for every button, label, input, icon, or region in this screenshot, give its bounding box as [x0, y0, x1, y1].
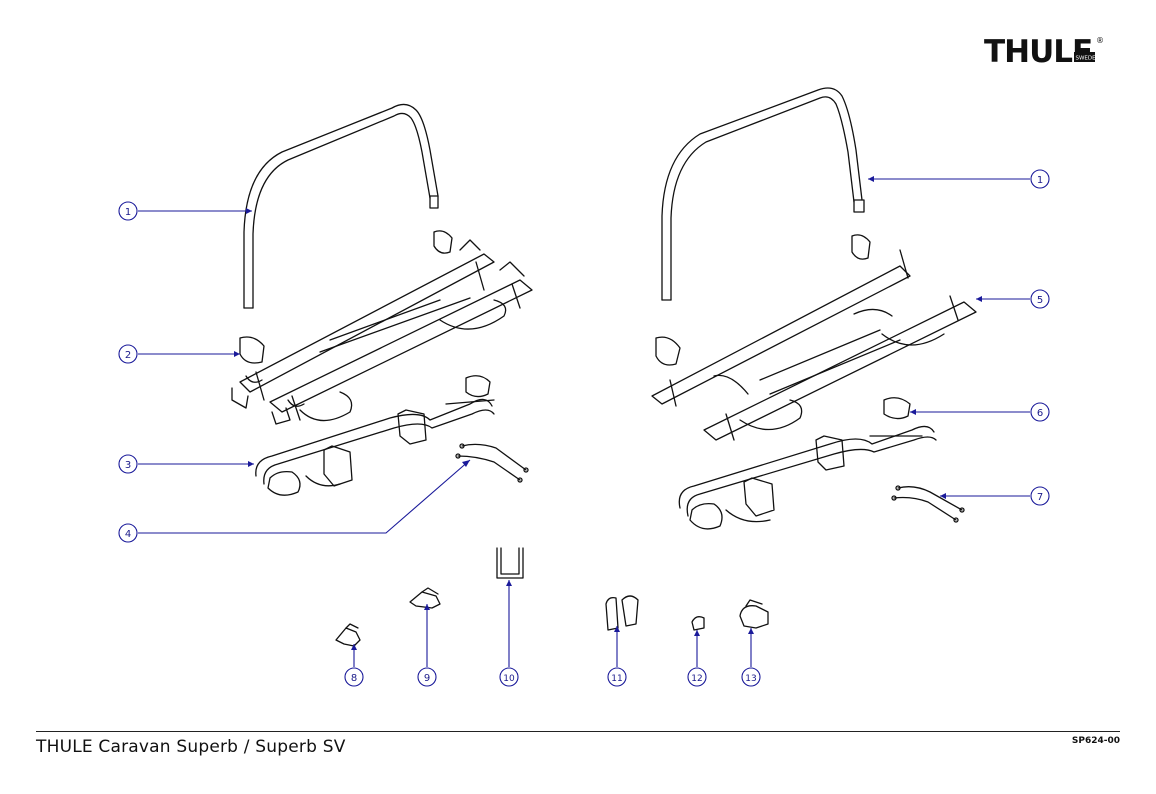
callout-circle-1-left [118, 201, 138, 221]
thule-logo: THULE SWEDEN ® [984, 34, 1104, 68]
callout-circle-1-right [1030, 169, 1050, 189]
part-frame-arch-left [243, 103, 439, 309]
callout-label-8: 8 [351, 673, 357, 684]
callout-label-12: 12 [691, 674, 702, 684]
callout-circle-11 [607, 667, 627, 687]
callout-label-10: 10 [503, 674, 515, 684]
part-9-bracket [409, 587, 441, 609]
callout-circle-10 [499, 667, 519, 687]
callout-label-1-left: 1 [125, 207, 131, 218]
part-frame-arch-right [661, 87, 865, 301]
footer-divider [36, 731, 1120, 732]
logo-text: THULE [984, 34, 1092, 68]
callout-label-1-right: 1 [1037, 175, 1043, 186]
callout-label-5: 5 [1037, 295, 1043, 306]
part-lower-rail-right [678, 397, 937, 530]
callout-circle-8 [344, 667, 364, 687]
callout-circle-6 [1030, 402, 1050, 422]
callout-circle-12 [687, 667, 707, 687]
part-12-knob [691, 616, 705, 631]
part-10-u-bolt [496, 547, 524, 579]
part-straps-left [455, 443, 529, 483]
callout-circle-5 [1030, 289, 1050, 309]
leader-4 [138, 459, 471, 534]
document-code: SP624-00 [1071, 736, 1120, 746]
part-upper-rails-left [231, 230, 533, 425]
logo-subtext: SWEDEN [1076, 56, 1100, 62]
callout-circle-13 [741, 667, 761, 687]
part-13-clamp [739, 599, 769, 629]
callout-circle-7 [1030, 486, 1050, 506]
part-11-holders [605, 595, 639, 631]
callout-circle-3 [118, 454, 138, 474]
callout-label-9: 9 [424, 673, 430, 684]
part-lower-rail-left [255, 375, 495, 496]
callout-label-6: 6 [1037, 408, 1043, 419]
callout-label-11: 11 [611, 674, 622, 684]
part-upper-rails-right [651, 234, 977, 441]
callout-label-4: 4 [125, 529, 131, 540]
registered-mark: ® [1096, 36, 1104, 45]
callout-label-7: 7 [1037, 492, 1043, 503]
part-8-clip [335, 623, 361, 647]
callout-circle-2 [118, 344, 138, 364]
callout-label-13: 13 [745, 674, 756, 684]
part-straps-right [891, 485, 965, 523]
callout-circle-4 [118, 523, 138, 543]
callout-label-3: 3 [125, 460, 131, 471]
callout-circle-9 [417, 667, 437, 687]
callout-label-2: 2 [125, 350, 131, 361]
footer-title: THULE Caravan Superb / Superb SV [36, 737, 346, 757]
